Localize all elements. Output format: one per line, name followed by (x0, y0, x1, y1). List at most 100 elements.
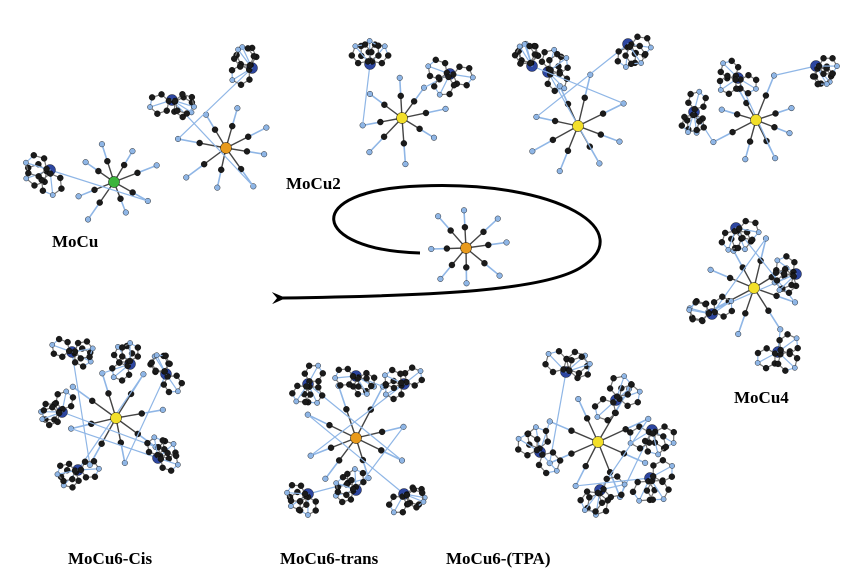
carbon-atom (378, 59, 386, 67)
carbon-atom (785, 289, 793, 297)
carbon-atom (524, 430, 532, 437)
carbon-atom (527, 60, 534, 67)
carbon-atom (614, 58, 622, 65)
carbon-atom (404, 500, 412, 508)
carbon-atom (390, 384, 398, 392)
carbon-atom (125, 371, 133, 378)
nitrogen-atom (69, 383, 76, 390)
carbon-atom (144, 439, 151, 447)
nitrogen-atom (332, 375, 338, 381)
carbon-atom (700, 103, 707, 110)
carbon-atom (288, 481, 296, 489)
carbon-atom (211, 126, 219, 133)
carbon-atom (622, 52, 629, 59)
nitrogen-atom (229, 77, 236, 83)
carbon-atom (384, 52, 392, 59)
nitrogen-atom (261, 151, 268, 158)
carbon-atom (347, 496, 355, 503)
nitrogen-atom (428, 245, 435, 252)
nitrogen-atom (54, 471, 61, 478)
carbon-atom (105, 390, 112, 397)
carbon-atom (303, 501, 310, 508)
carbon-atom (446, 90, 453, 98)
nitrogen-atom (122, 209, 129, 216)
carbon-atom (390, 493, 397, 500)
nitrogen-atom (728, 298, 734, 304)
carbon-atom (237, 165, 245, 173)
carbon-atom (161, 368, 168, 375)
nitrogen-atom (725, 246, 732, 253)
nitrogen-atom (82, 159, 89, 166)
carbon-atom (71, 359, 79, 366)
carbon-atom (771, 350, 779, 357)
nitrogen-atom (623, 64, 629, 70)
nitrogen-atom (636, 388, 643, 395)
nitrogen-atom (127, 340, 133, 346)
carbon-atom (790, 273, 797, 280)
carbon-atom (783, 253, 790, 260)
carbon-atom (556, 457, 564, 464)
carbon-atom (31, 182, 38, 189)
carbon-atom (126, 357, 134, 365)
carbon-atom (90, 458, 98, 465)
carbon-atom (634, 33, 641, 40)
carbon-atom (577, 496, 584, 504)
nitrogen-atom (786, 130, 793, 137)
carbon-atom (689, 111, 697, 119)
carbon-atom (183, 110, 191, 117)
carbon-atom (303, 383, 310, 390)
carbon-atom (375, 52, 382, 59)
nitrogen-atom (753, 86, 759, 92)
nitrogen-atom (718, 106, 725, 113)
carbon-atom (754, 349, 762, 357)
carbon-atom (134, 169, 141, 177)
carbon-atom (670, 428, 677, 436)
carbon-atom (784, 331, 791, 338)
carbon-atom (660, 433, 667, 440)
nitrogen-atom (792, 365, 798, 371)
carbon-atom (77, 355, 84, 362)
nitrogen-atom (437, 275, 444, 282)
carbon-atom (74, 339, 82, 347)
carbon-atom (381, 101, 388, 108)
carbon-atom (390, 395, 397, 403)
carbon-atom (734, 244, 742, 252)
carbon-atom (610, 375, 617, 382)
carbon-atom (728, 57, 735, 65)
nitrogen-atom (153, 162, 160, 169)
carbon-atom (196, 139, 203, 147)
carbon-atom (359, 469, 367, 477)
carbon-atom (814, 80, 821, 88)
carbon-atom (148, 359, 155, 366)
nitrogen-atom (129, 148, 136, 155)
nitrogen-atom (834, 63, 840, 69)
carbon-atom (581, 94, 588, 101)
carbon-atom (598, 499, 606, 507)
nitrogen-atom (430, 134, 437, 141)
carbon-atom (772, 110, 779, 117)
carbon-atom (610, 399, 617, 406)
carbon-atom (110, 351, 118, 359)
carbon-atom (368, 382, 375, 390)
carbon-atom (54, 418, 61, 426)
nitrogen-atom (75, 193, 82, 200)
carbon-atom (134, 344, 142, 351)
carbon-atom (820, 55, 827, 62)
nitrogen-atom (366, 38, 373, 44)
carbon-atom (517, 60, 524, 67)
carbon-atom (782, 367, 789, 374)
nitrogen-atom (685, 129, 691, 135)
carbon-atom (296, 498, 304, 505)
nitrogen-atom (170, 441, 177, 447)
molybdenum-atom (748, 282, 760, 294)
carbon-atom (25, 169, 32, 177)
carbon-atom (568, 450, 575, 457)
carbon-atom (542, 361, 549, 368)
carbon-atom (348, 476, 355, 484)
carbon-atom (40, 407, 48, 414)
nitrogen-atom (234, 105, 241, 112)
carbon-atom (59, 353, 66, 360)
carbon-atom (820, 70, 827, 78)
carbon-atom (678, 122, 686, 129)
